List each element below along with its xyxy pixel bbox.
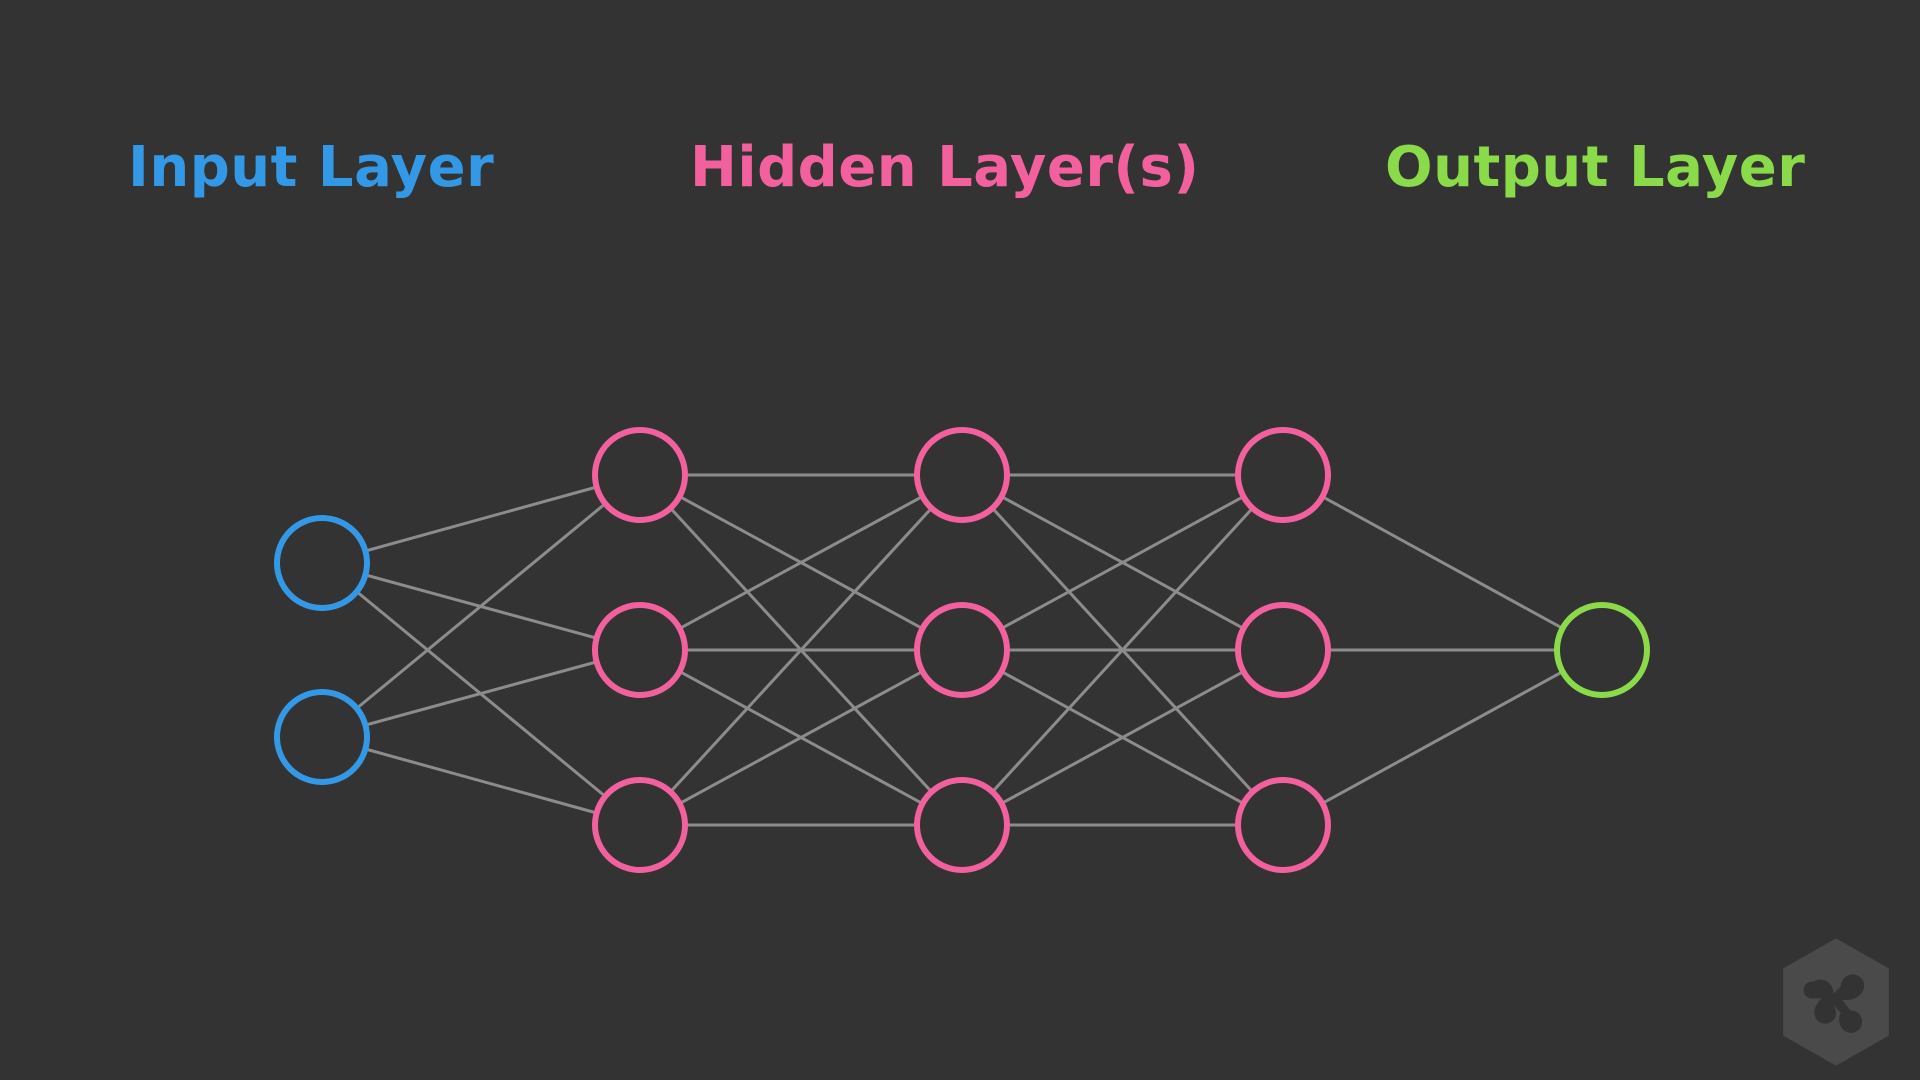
layer-label-input: Input Layer (128, 135, 495, 200)
node-input-1-2 (274, 689, 370, 785)
edge-l0n0-l1n0 (363, 485, 599, 553)
edge-l2n1-l3n0 (1000, 495, 1245, 630)
edge-l0n1-l1n0 (355, 502, 607, 710)
node-hidden-4-3 (1235, 777, 1331, 873)
edge-l1n1-l2n0 (678, 494, 924, 631)
node-hidden-3-2 (914, 602, 1010, 698)
node-output-5-1 (1554, 602, 1650, 698)
node-input-1-1 (274, 515, 370, 611)
edge-l0n1-l1n1 (363, 660, 599, 727)
layer-label-hidden: Hidden Layer(s) (690, 135, 1200, 200)
edge-l3n2-l4n0 (1320, 670, 1565, 805)
nodes-group (274, 427, 1650, 873)
edge-l2n2-l3n1 (1000, 670, 1245, 805)
edge-l3n0-l4n0 (1320, 495, 1565, 630)
node-hidden-3-1 (914, 427, 1010, 523)
node-hidden-3-3 (914, 777, 1010, 873)
node-hidden-4-1 (1235, 427, 1331, 523)
node-hidden-4-2 (1235, 602, 1331, 698)
node-hidden-2-1 (592, 427, 688, 523)
layer-label-output: Output Layer (1385, 135, 1806, 200)
edge-l1n2-l2n0 (668, 506, 934, 794)
edges-group (355, 473, 1565, 827)
node-hidden-2-3 (592, 777, 688, 873)
edge-l0n1-l1n2 (363, 747, 599, 815)
node-hidden-2-2 (592, 602, 688, 698)
edge-l1n2-l2n1 (678, 669, 924, 806)
edge-l2n2-l3n0 (990, 506, 1255, 794)
